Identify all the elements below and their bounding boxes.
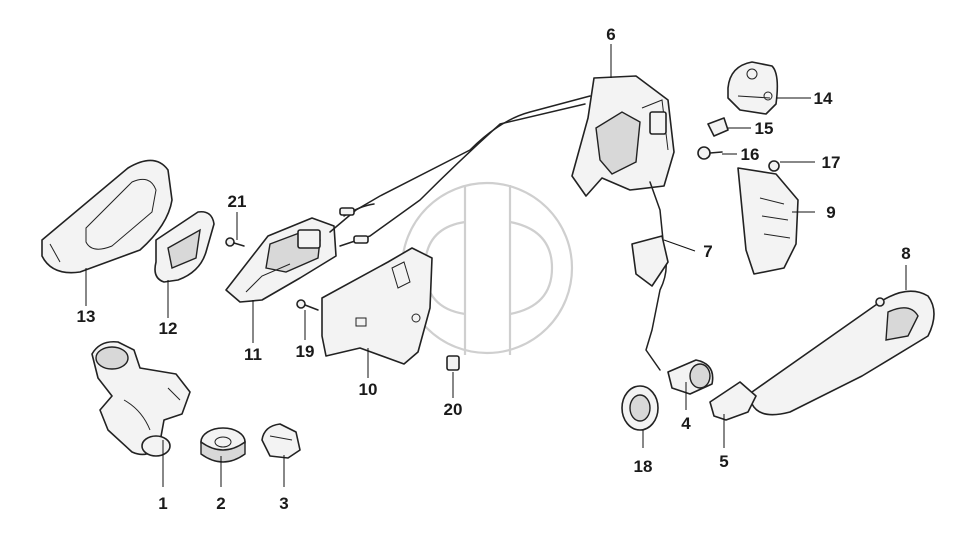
- part-9-handle-bracket: [737, 167, 799, 275]
- part-1-lock-assembly: [91, 340, 191, 457]
- leader-lines: [85, 44, 907, 487]
- part-17-bolt: [768, 160, 780, 172]
- callout-1: 1: [158, 494, 167, 513]
- part-cables: [329, 95, 591, 247]
- callout-13: 13: [77, 307, 96, 326]
- callout-9: 9: [826, 203, 835, 222]
- part-16-bolt: [697, 146, 723, 160]
- callout-16: 16: [741, 145, 760, 164]
- part-15-bolt: [707, 117, 729, 137]
- part-19-screw: [296, 299, 319, 311]
- part-3-cap: [261, 423, 301, 459]
- part-13-inner-handle-bezel: [41, 159, 173, 274]
- callout-8: 8: [901, 244, 910, 263]
- part-21-screw: [225, 237, 245, 247]
- callout-11: 11: [244, 345, 262, 364]
- part-4-lock-cylinder: [667, 359, 714, 395]
- part-5-gasket: [709, 381, 757, 421]
- part-20-clip: [446, 355, 460, 371]
- callout-3: 3: [279, 494, 288, 513]
- part-7-rod: [631, 181, 669, 371]
- part-6-door-latch: [571, 75, 675, 197]
- callout-2: 2: [216, 494, 225, 513]
- part-11-lock-actuator: [225, 217, 337, 303]
- callout-14: 14: [814, 89, 833, 108]
- callout-7: 7: [703, 242, 712, 261]
- callout-4: 4: [681, 414, 691, 433]
- callout-6: 6: [606, 25, 615, 44]
- part-18-grommet: [621, 385, 659, 431]
- part-14-striker: [727, 61, 779, 115]
- callout-15: 15: [755, 119, 774, 138]
- callout-12: 12: [159, 319, 178, 338]
- callout-19: 19: [296, 342, 315, 361]
- callout-20: 20: [444, 400, 463, 419]
- callout-labels: 1 2 3 4 5 6 7 8 9 10 11 12 13 14 15 16 1…: [77, 25, 911, 513]
- part-10-bracket: [321, 247, 433, 365]
- callout-21: 21: [228, 192, 247, 211]
- part-2-gear: [200, 427, 246, 463]
- callout-18: 18: [634, 457, 653, 476]
- callout-17: 17: [822, 153, 841, 172]
- part-12-inner-handle: [154, 210, 215, 283]
- callout-10: 10: [359, 380, 378, 399]
- callout-5: 5: [719, 452, 728, 471]
- watermark-logo: [400, 181, 574, 355]
- part-8-outer-handle: [751, 290, 935, 416]
